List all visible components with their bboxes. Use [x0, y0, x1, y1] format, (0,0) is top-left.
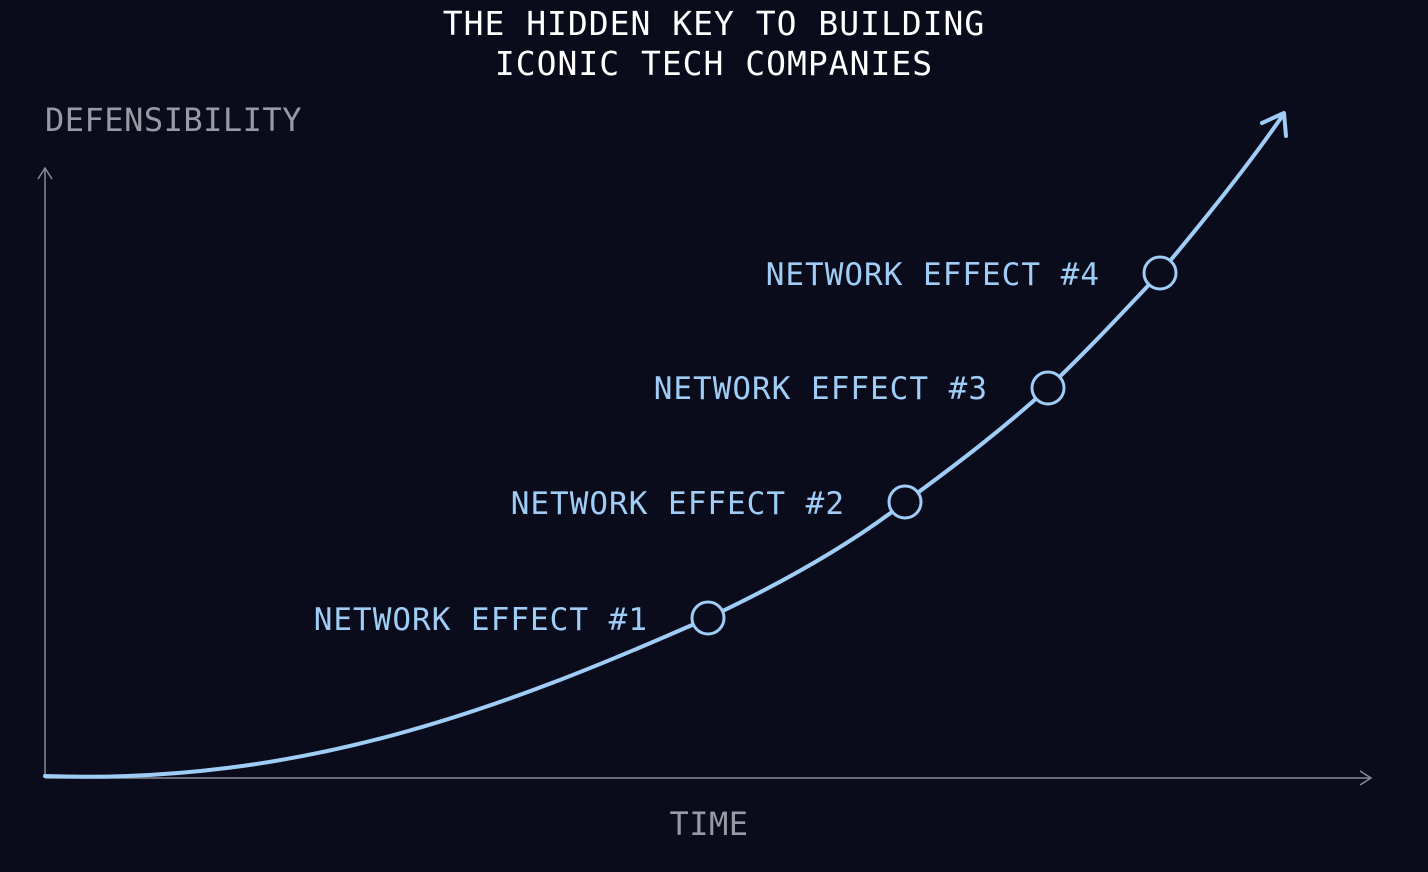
title-line-2: ICONIC TECH COMPANIES	[494, 44, 934, 83]
milestone-marker-icon	[887, 484, 923, 520]
milestone-2: NETWORK EFFECT #2	[511, 484, 923, 522]
x-axis-arrowhead-icon	[1359, 770, 1373, 786]
milestone-1: NETWORK EFFECT #1	[314, 600, 726, 638]
milestone-marker-icon	[1142, 255, 1178, 291]
curve-arrowhead-icon	[1260, 111, 1288, 138]
y-axis-arrowhead-icon	[37, 166, 53, 180]
y-axis-label: DEFENSIBILITY	[45, 101, 302, 139]
milestone-marker-icon	[1030, 370, 1066, 406]
x-axis-label: TIME	[669, 805, 749, 843]
milestone-label: NETWORK EFFECT #1	[314, 602, 648, 638]
milestone-3: NETWORK EFFECT #3	[654, 370, 1066, 407]
growth-curve	[43, 113, 1285, 779]
diagram-title: THE HIDDEN KEY TO BUILDING ICONIC TECH C…	[0, 4, 1428, 84]
milestone-label: NETWORK EFFECT #4	[766, 257, 1100, 293]
milestone-label: NETWORK EFFECT #3	[654, 371, 988, 407]
milestone-marker-icon	[690, 600, 726, 636]
milestone-4: NETWORK EFFECT #4	[766, 255, 1178, 293]
milestone-label: NETWORK EFFECT #2	[511, 486, 845, 522]
title-line-1: THE HIDDEN KEY TO BUILDING	[442, 4, 986, 43]
